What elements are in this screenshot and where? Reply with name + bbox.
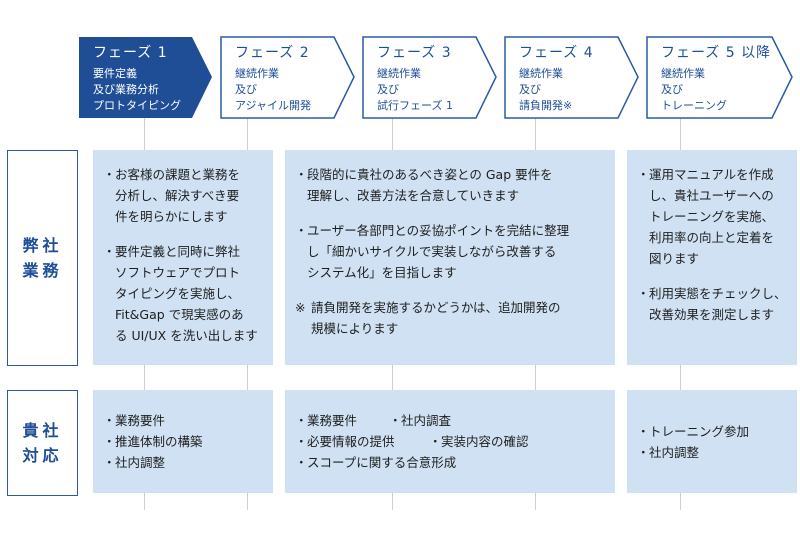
phase-3-sub-line: 試行フェーズ 1 bbox=[377, 99, 453, 112]
bullet-icon: ・ bbox=[295, 413, 308, 428]
phase-3-sub-line: 及び bbox=[377, 83, 399, 96]
item-text: 必要情報の提供 bbox=[307, 434, 395, 449]
bullet-icon: ・ bbox=[103, 434, 116, 449]
list-item: ・ ユーザー各部門との妥協ポイントを完結に整理 し「細かいサイクルで実装しながら… bbox=[295, 220, 609, 283]
row-label-line: 対応 bbox=[22, 446, 63, 465]
phase-1-subtitle: 要件定義 及び業務分析 プロトタイピング bbox=[93, 66, 181, 114]
item-text: 社内調整 bbox=[649, 445, 700, 460]
note-text: 請負開発を実施するかどうかは、追加開発の 規模によります bbox=[311, 300, 561, 336]
list-item: ・ 段階的に貴社のあるべき姿との Gap 要件を 理解し、改善方法を合意していき… bbox=[295, 164, 609, 206]
footnote: ※ 請負開発を実施するかどうかは、追加開発の 規模によります bbox=[295, 297, 609, 339]
list-item: ・ トレーニング参加 bbox=[637, 421, 793, 442]
bullet-icon: ・ bbox=[429, 434, 442, 449]
phase-4-chevron bbox=[504, 36, 639, 119]
item-text: 利用実態をチェックし、 改善効果を測定します bbox=[649, 286, 787, 322]
phase-3-sub-line: 継続作業 bbox=[377, 67, 421, 80]
phase-chevrons bbox=[79, 36, 793, 119]
item-text: 業務要件 bbox=[307, 413, 358, 428]
bullet-icon: ・ bbox=[295, 434, 308, 449]
phase-5: フェーズ 5 以降 継続作業 及び トレーニング bbox=[647, 36, 787, 116]
bullet-icon: ・ bbox=[389, 413, 402, 428]
phase-2: フェーズ 2 継続作業 及び アジャイル開発 bbox=[221, 36, 351, 116]
list-item: ・ 社内調整 bbox=[103, 452, 267, 473]
phase-4: フェーズ 4 継続作業 及び 請負開発※ bbox=[505, 36, 635, 116]
phase-3-subtitle: 継続作業 及び 試行フェーズ 1 bbox=[377, 66, 453, 114]
phase-5-sub-line: 継続作業 bbox=[661, 67, 705, 80]
item-text: 実装内容の確認 bbox=[441, 434, 529, 449]
phase-5-sub-line: トレーニング bbox=[661, 99, 727, 112]
bullet-icon: ・ bbox=[103, 413, 116, 428]
item-text: 社内調整 bbox=[115, 455, 166, 470]
bullet-icon: ・ bbox=[637, 424, 650, 439]
phase-5-chevron bbox=[646, 36, 793, 119]
row-label-line: 業務 bbox=[22, 261, 63, 280]
bullet-icon: ・ bbox=[103, 244, 116, 259]
item-text: 社内調査 bbox=[401, 413, 452, 428]
phase-5-sub-line: 及び bbox=[661, 83, 683, 96]
item-text: スコープに関する合意形成 bbox=[307, 455, 457, 470]
bullet-icon: ・ bbox=[295, 223, 308, 238]
phase-2-title: フェーズ 2 bbox=[235, 45, 310, 61]
bullet-icon: ・ bbox=[103, 455, 116, 470]
item-text: ユーザー各部門との妥協ポイントを完結に整理 し「細かいサイクルで実装しながら改善… bbox=[307, 223, 570, 280]
bullet-icon: ・ bbox=[637, 286, 650, 301]
item-text: トレーニング参加 bbox=[649, 424, 750, 439]
note-mark: ※ bbox=[295, 300, 306, 315]
phase-3: フェーズ 3 継続作業 及び 試行フェーズ 1 bbox=[363, 36, 493, 116]
item-text: 業務要件 bbox=[115, 413, 166, 428]
phase-2-subtitle: 継続作業 及び アジャイル開発 bbox=[235, 66, 311, 114]
phase-2-sub-line: 及び bbox=[235, 83, 257, 96]
bullet-icon: ・ bbox=[637, 445, 650, 460]
bullet-icon: ・ bbox=[295, 167, 308, 182]
row-label-your-response: 貴社 対応 bbox=[7, 390, 78, 496]
item-text: お客様の課題と業務を 分析し、解決すべき要 件を明らかにします bbox=[115, 167, 241, 224]
phase-5-title: フェーズ 5 以降 bbox=[661, 45, 772, 61]
phase-2-sub-line: アジャイル開発 bbox=[235, 99, 312, 112]
list-item: ・ 運用マニュアルを作成 し、貴社ユーザーへの トレーニングを実施、 利用率の向… bbox=[637, 164, 793, 269]
your-response-box-phase-5: ・ トレーニング参加 ・ 社内調整 bbox=[627, 390, 797, 493]
phase-1-chevron bbox=[79, 37, 212, 118]
bullet-icon: ・ bbox=[103, 167, 116, 182]
item-text: 段階的に貴社のあるべき姿との Gap 要件を 理解し、改善方法を合意していきます bbox=[307, 167, 553, 203]
list-item-row: ・ 必要情報の提供 ・ 実装内容の確認 bbox=[295, 431, 609, 452]
phase-4-subtitle: 継続作業 及び 請負開発※ bbox=[519, 66, 572, 114]
list-item: ・ 利用実態をチェックし、 改善効果を測定します bbox=[637, 283, 793, 325]
phase-3-chevron bbox=[362, 36, 497, 119]
your-response-box-phase-2-4: ・ 業務要件 ・ 社内調査 ・ 必要情報の提供 ・ 実装内容の確認 ・ スコープ… bbox=[285, 390, 615, 493]
item-text: 要件定義と同時に弊社 ソフトウェアでプロト タイピングを実施し、 Fit&Gap… bbox=[115, 244, 258, 343]
list-item: ・ 社内調整 bbox=[637, 442, 793, 463]
list-item: ・ 要件定義と同時に弊社 ソフトウェアでプロト タイピングを実施し、 Fit&G… bbox=[103, 241, 267, 346]
list-item: ・ お客様の課題と業務を 分析し、解決すべき要 件を明らかにします bbox=[103, 164, 267, 227]
item-text: 運用マニュアルを作成 し、貴社ユーザーへの トレーニングを実施、 利用率の向上と… bbox=[649, 167, 775, 266]
list-item-row: ・ 業務要件 ・ 社内調査 bbox=[295, 410, 609, 431]
phase-1-sub-line: プロトタイピング bbox=[93, 99, 181, 112]
list-item: ・ 業務要件 bbox=[103, 410, 267, 431]
row-label-our-work: 弊社 業務 bbox=[7, 150, 78, 366]
phase-3-title: フェーズ 3 bbox=[377, 45, 452, 61]
phase-4-sub-line: 請負開発※ bbox=[519, 99, 573, 112]
phase-4-sub-line: 及び bbox=[519, 83, 541, 96]
list-item: ・ 推進体制の構築 bbox=[103, 431, 267, 452]
phase-2-sub-line: 継続作業 bbox=[235, 67, 279, 80]
row-label-line: 貴社 bbox=[22, 421, 63, 440]
phase-2-chevron bbox=[220, 36, 355, 119]
bullet-icon: ・ bbox=[295, 455, 308, 470]
our-work-box-phase-5: ・ 運用マニュアルを作成 し、貴社ユーザーへの トレーニングを実施、 利用率の向… bbox=[627, 150, 797, 365]
our-work-box-phase-1: ・ お客様の課題と業務を 分析し、解決すべき要 件を明らかにします ・ 要件定義… bbox=[93, 150, 273, 365]
phase-5-subtitle: 継続作業 及び トレーニング bbox=[661, 66, 727, 114]
item-text: 推進体制の構築 bbox=[115, 434, 203, 449]
phase-1: フェーズ 1 要件定義 及び業務分析 プロトタイピング bbox=[79, 36, 209, 116]
your-response-box-phase-1: ・ 業務要件 ・ 推進体制の構築 ・ 社内調整 bbox=[93, 390, 273, 493]
phase-4-title: フェーズ 4 bbox=[519, 45, 594, 61]
row-label-line: 弊社 bbox=[22, 236, 63, 255]
phase-1-sub-line: 及び業務分析 bbox=[93, 83, 159, 96]
bullet-icon: ・ bbox=[637, 167, 650, 182]
our-work-box-phase-2-4: ・ 段階的に貴社のあるべき姿との Gap 要件を 理解し、改善方法を合意していき… bbox=[285, 150, 615, 365]
phase-4-sub-line: 継続作業 bbox=[519, 67, 563, 80]
phase-1-sub-line: 要件定義 bbox=[93, 67, 137, 80]
phase-1-title: フェーズ 1 bbox=[93, 45, 168, 61]
list-item: ・ スコープに関する合意形成 bbox=[295, 452, 609, 473]
